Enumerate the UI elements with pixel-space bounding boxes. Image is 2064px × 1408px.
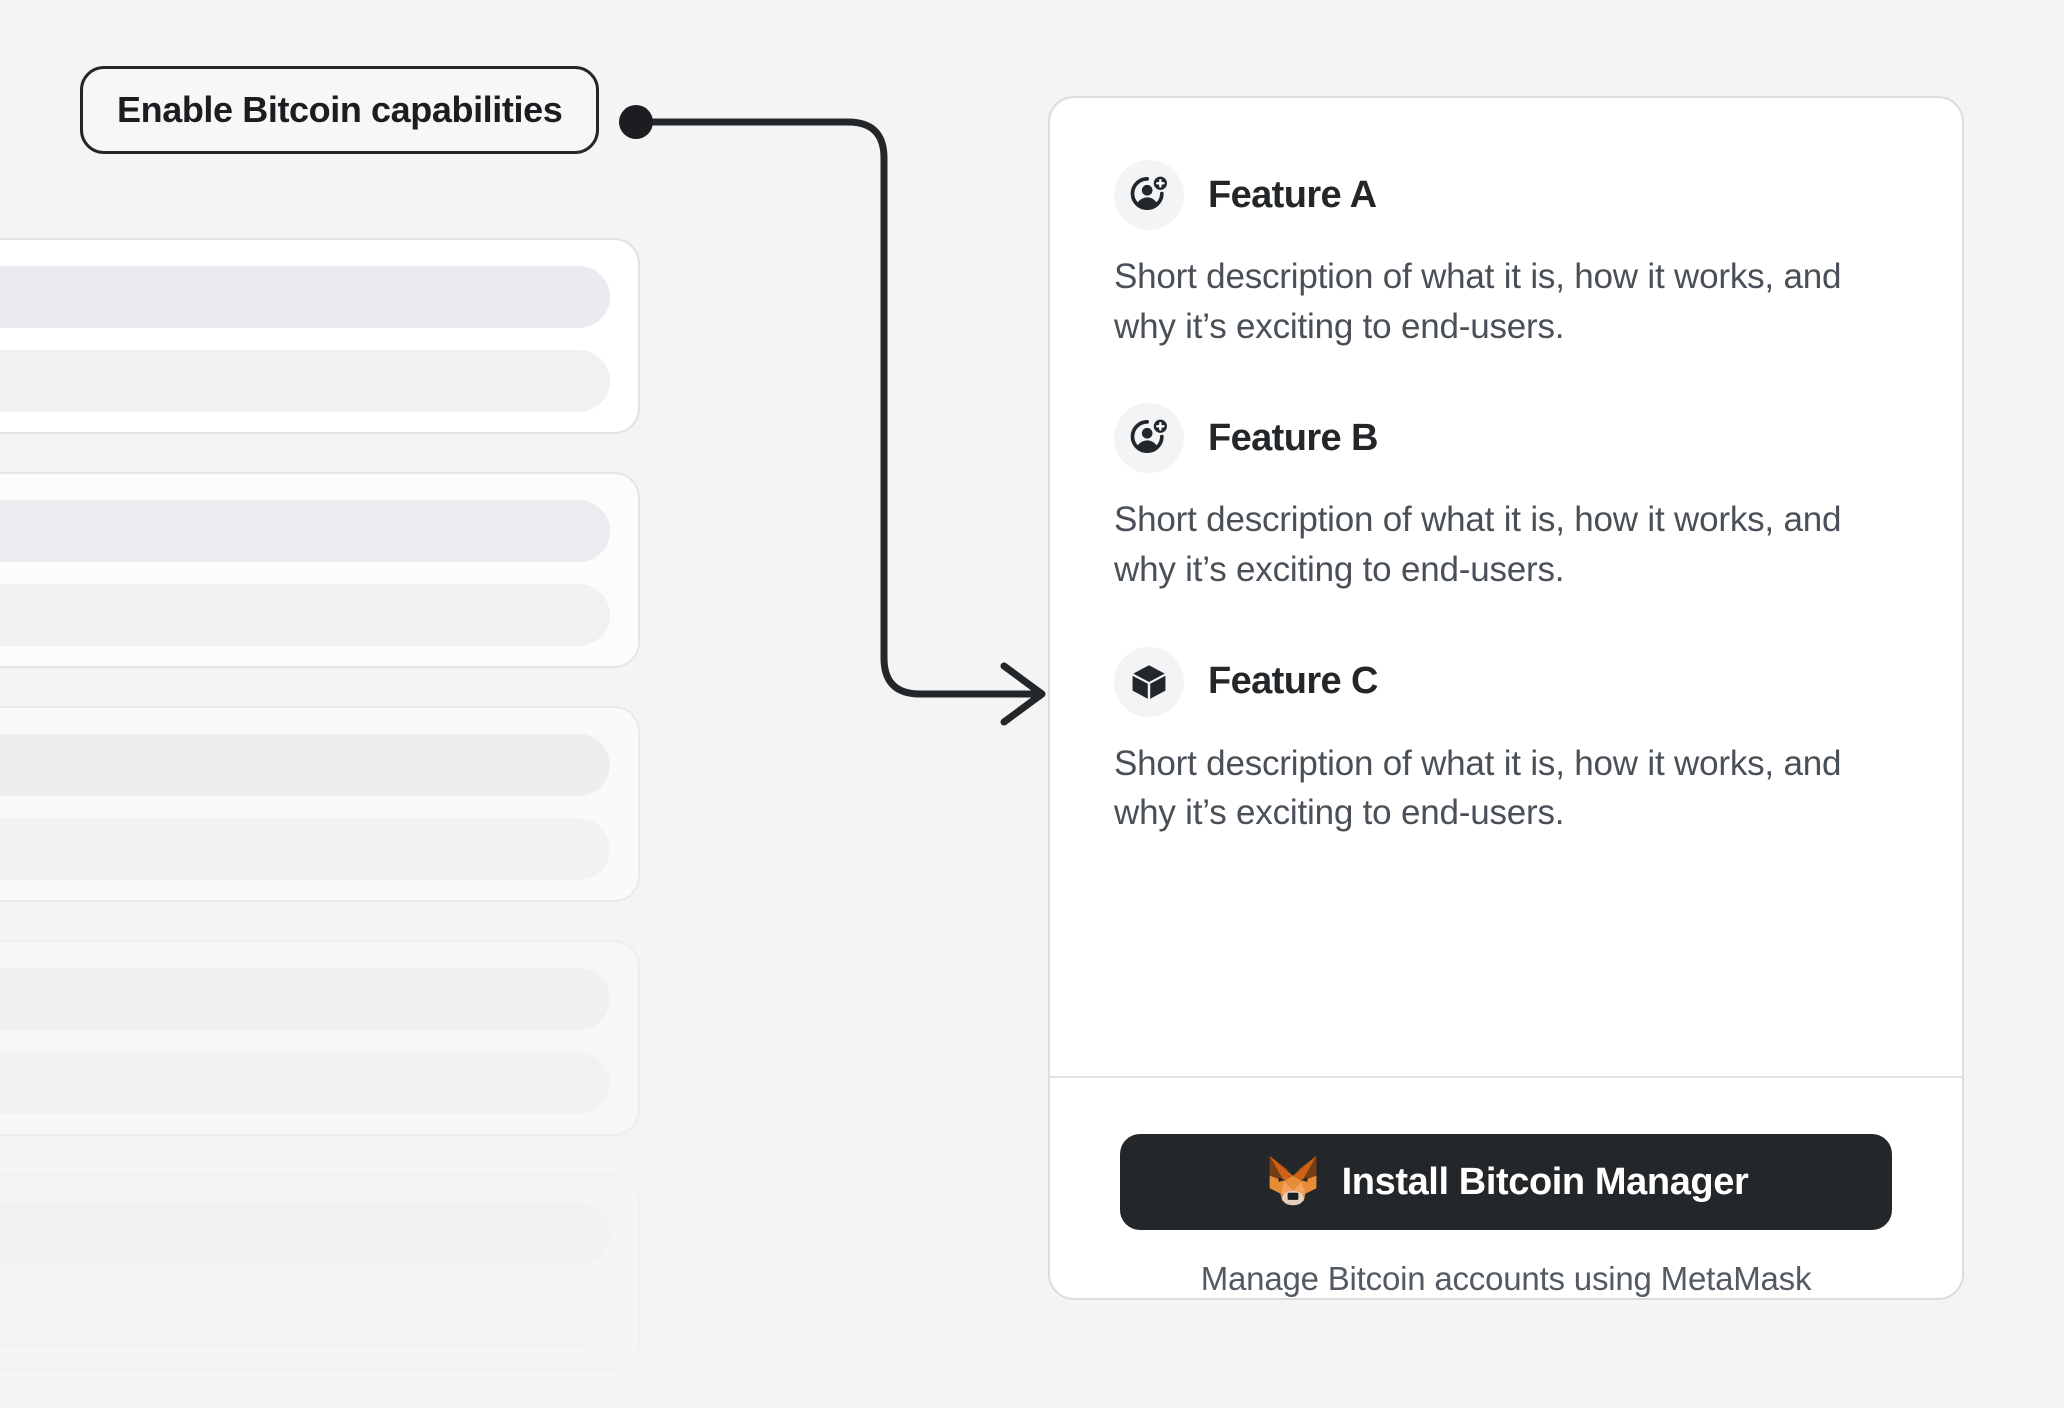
background-skeleton-list (0, 238, 640, 1408)
skeleton-bar-secondary (0, 1286, 610, 1348)
skeleton-card (0, 706, 640, 902)
feature-item-b: Feature B Short description of what it i… (1114, 403, 1898, 594)
skeleton-bar-secondary (0, 1052, 610, 1114)
add-user-icon (1114, 403, 1184, 474)
feature-c-header: Feature C (1114, 646, 1898, 717)
feature-list: Feature A Short description of what it i… (1050, 98, 1962, 1024)
install-button-label: Install Bitcoin Manager (1341, 1160, 1749, 1203)
feature-b-title: Feature B (1208, 416, 1378, 459)
metamask-fox-icon (1264, 1154, 1322, 1211)
skeleton-bar-secondary (0, 350, 610, 412)
callout-label-text: Enable Bitcoin capabilities (117, 89, 563, 130)
install-caption: Manage Bitcoin accounts using MetaMask (1200, 1260, 1812, 1297)
connector-anchor-dot (619, 105, 653, 139)
feature-a-description: Short description of what it is, how it … (1114, 257, 1842, 346)
skeleton-bar-primary (0, 266, 610, 328)
skeleton-bar-primary (0, 734, 610, 796)
feature-a-header: Feature A (1114, 160, 1898, 230)
card-divider (1050, 1076, 1962, 1078)
feature-item-c: Feature C Short description of what it i… (1114, 646, 1898, 838)
feature-b-description: Short description of what it is, how it … (1114, 500, 1842, 590)
skeleton-bar-primary (0, 968, 610, 1030)
skeleton-card (0, 238, 640, 434)
feature-item-a: Feature A Short description of what it i… (1114, 160, 1898, 351)
bitcoin-feature-card: Feature A Short description of what it i… (1048, 96, 1964, 1300)
add-user-icon (1114, 160, 1184, 230)
skeleton-bar-primary (0, 1202, 610, 1264)
feature-c-description: Short description of what it is, how it … (1114, 743, 1842, 833)
skeleton-card (0, 1174, 640, 1370)
callout-label-pill[interactable]: Enable Bitcoin capabilities (80, 66, 600, 154)
skeleton-bar-primary (0, 500, 610, 562)
install-bitcoin-manager-button[interactable]: Install Bitcoin Manager (1120, 1134, 1892, 1230)
skeleton-bar-secondary (0, 818, 610, 880)
skeleton-bar-secondary (0, 584, 610, 646)
cube-icon (1114, 646, 1184, 717)
skeleton-card (0, 940, 640, 1136)
feature-c-title: Feature C (1208, 660, 1378, 703)
card-footer: Install Bitcoin Manager Manage Bitcoin a… (1050, 1078, 1962, 1298)
skeleton-card (0, 472, 640, 668)
feature-a-title: Feature A (1208, 173, 1377, 216)
feature-b-header: Feature B (1114, 403, 1898, 474)
